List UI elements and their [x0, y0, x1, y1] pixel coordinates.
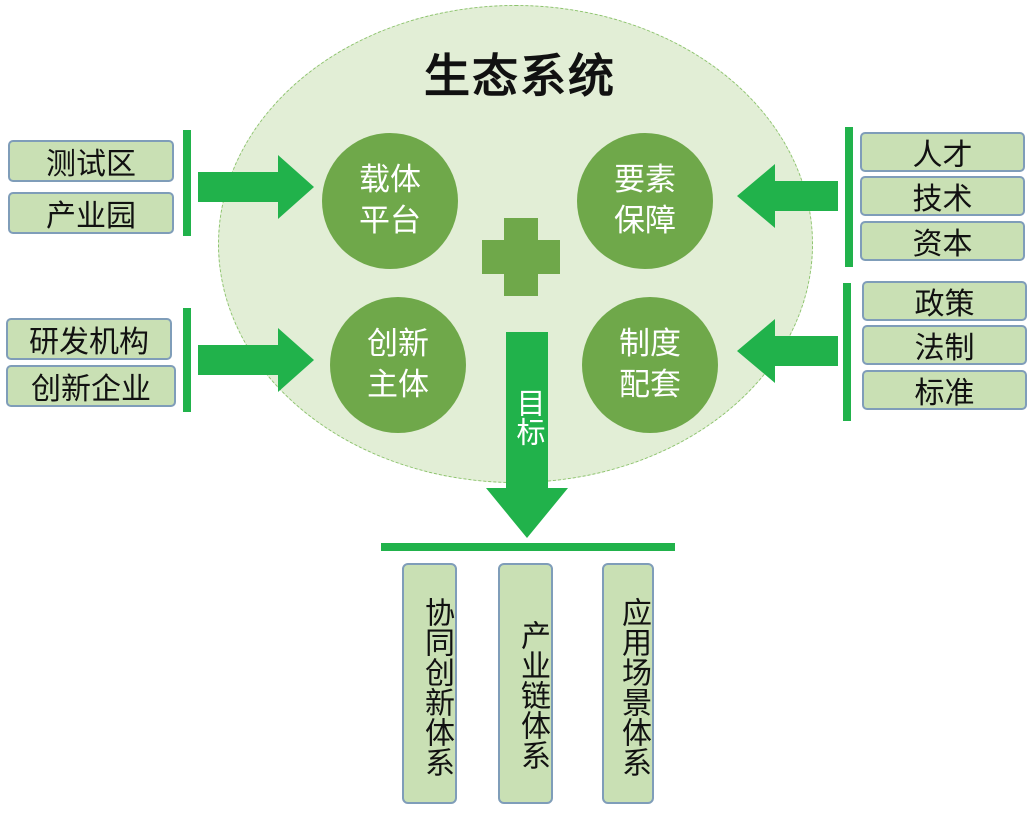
circle-institution-support: 制度 配套 — [582, 297, 718, 433]
arrow-left-top — [737, 164, 838, 228]
diagram-title: 生态系统 — [424, 49, 616, 103]
input-box-test-zone: 测试区 — [8, 140, 174, 182]
input-box-capital: 资本 — [860, 221, 1025, 262]
output-box-application-scenarios: 应用场景体系 — [602, 563, 654, 804]
circle-text: 保障 — [614, 203, 676, 239]
circle-elements-guarantee: 要素 保障 — [577, 133, 713, 269]
bracket-bar-right-bottom — [843, 283, 851, 421]
circle-text: 载体 — [359, 162, 421, 198]
output-box-collaborative-innovation: 协同创新体系 — [402, 563, 457, 804]
bracket-bar-left-bottom — [183, 308, 191, 412]
input-box-standards: 标准 — [862, 370, 1027, 411]
circle-text: 创新 — [367, 326, 429, 362]
output-bar — [381, 543, 675, 551]
arrow-right-top — [198, 155, 314, 219]
input-box-rd-institutions: 研发机构 — [6, 318, 172, 360]
arrow-left-bottom — [737, 319, 838, 383]
arrow-down-goal — [486, 332, 568, 538]
circle-carrier-platform: 载体 平台 — [322, 133, 458, 269]
goal-label: 目标 — [512, 388, 546, 446]
output-box-industry-chain: 产业链体系 — [498, 563, 553, 804]
bracket-bar-right-top — [845, 127, 853, 267]
circle-text: 配套 — [619, 367, 681, 403]
input-box-technology: 技术 — [860, 176, 1025, 217]
circle-innovation-subject: 创新 主体 — [330, 297, 466, 433]
circle-text: 平台 — [359, 203, 421, 239]
input-box-policy: 政策 — [862, 281, 1027, 322]
input-box-innovative-enterprises: 创新企业 — [6, 365, 176, 407]
circle-text: 要素 — [614, 162, 676, 198]
bracket-bar-left-top — [183, 130, 191, 236]
input-box-talent: 人才 — [860, 132, 1025, 173]
circle-text: 制度 — [619, 326, 681, 362]
circle-text: 主体 — [367, 367, 429, 403]
plus-icon — [482, 218, 560, 296]
input-box-legal-system: 法制 — [862, 325, 1027, 366]
arrow-right-bottom — [198, 328, 314, 392]
input-box-industrial-park: 产业园 — [8, 192, 174, 234]
